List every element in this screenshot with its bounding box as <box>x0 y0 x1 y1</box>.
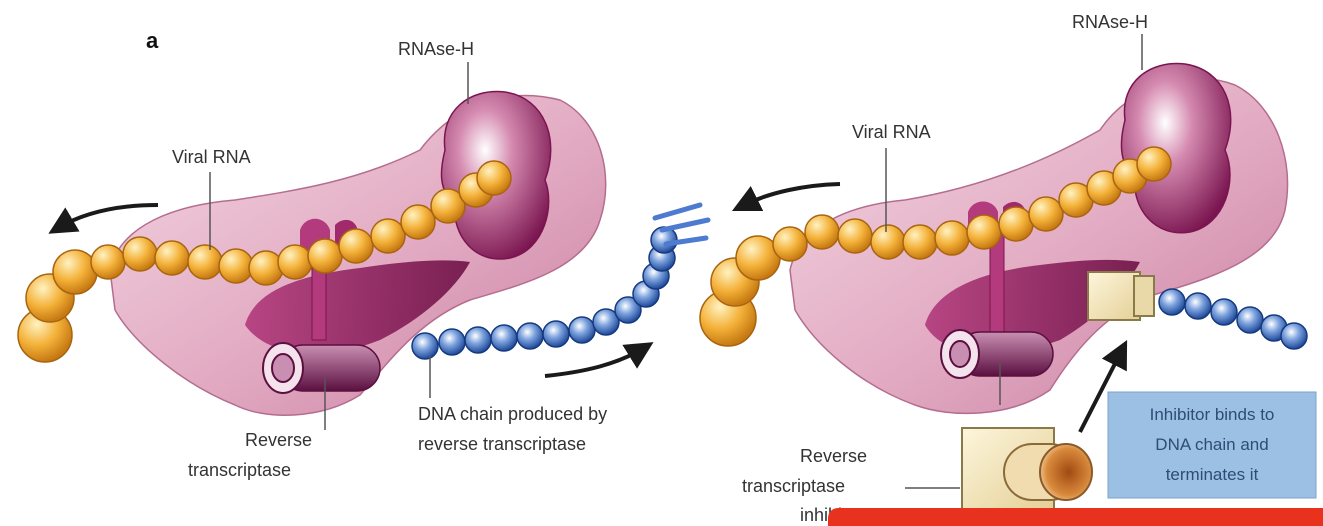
right-tube-inner <box>950 341 970 367</box>
bound-inhibitor-side <box>1134 276 1154 316</box>
free-inhibitor-cylinder-end <box>1040 444 1092 500</box>
rna-bead <box>805 215 839 249</box>
rna-bead <box>91 245 125 279</box>
left-viral-rna-label: Viral RNA <box>172 147 251 167</box>
left-dna-label-line1: DNA chain produced by <box>418 404 607 424</box>
overlay-red-bar <box>828 508 1323 526</box>
rna-bead <box>903 225 937 259</box>
right-rti-label-line1: Reverse <box>800 446 867 466</box>
dna-bead <box>543 321 569 347</box>
rna-bead <box>53 250 97 294</box>
rna-bead <box>123 237 157 271</box>
left-rnase-h-label: RNAse-H <box>398 39 474 59</box>
rna-bead <box>155 241 189 275</box>
left-panel: a RNAse-H Viral RNA Reverse transcriptas… <box>18 28 708 480</box>
dna-bead <box>1237 307 1263 333</box>
panel-letter: a <box>146 28 159 53</box>
rna-bead <box>308 239 342 273</box>
rna-bead <box>371 219 405 253</box>
right-dna-strand <box>1159 289 1307 349</box>
dna-bead <box>1159 289 1185 315</box>
dna-bead <box>491 325 517 351</box>
info-box-line3: terminates it <box>1166 465 1259 484</box>
rna-bead <box>1137 147 1171 181</box>
rna-bead <box>838 219 872 253</box>
right-rti-label-line2: transcriptase <box>742 476 845 496</box>
left-dna-label-line2: reverse transcriptase <box>418 434 586 454</box>
rna-bead <box>871 225 905 259</box>
dna-bead <box>439 329 465 355</box>
dna-bead <box>1185 293 1211 319</box>
info-box-line2: DNA chain and <box>1155 435 1268 454</box>
rna-bead <box>935 221 969 255</box>
rna-bead <box>1029 197 1063 231</box>
dna-bead <box>1281 323 1307 349</box>
dna-bead <box>569 317 595 343</box>
dna-bead <box>517 323 543 349</box>
left-rt-label-line2: transcriptase <box>188 460 291 480</box>
rna-bead <box>188 245 222 279</box>
dna-bead <box>1211 299 1237 325</box>
dna-bead <box>412 333 438 359</box>
bound-inhibitor-block <box>1088 272 1140 320</box>
info-box-line1: Inhibitor binds to <box>1150 405 1275 424</box>
rna-bead <box>219 249 253 283</box>
right-panel: RNAse-H Viral RNA Reverse transcriptase … <box>700 12 1316 525</box>
rna-bead <box>278 245 312 279</box>
rna-bead <box>477 161 511 195</box>
left-rna-direction-arrow <box>58 205 158 228</box>
rna-bead <box>773 227 807 261</box>
right-viral-rna-label: Viral RNA <box>852 122 931 142</box>
right-rna-direction-arrow <box>742 184 840 206</box>
rna-bead <box>967 215 1001 249</box>
left-rt-label-line1: Reverse <box>245 430 312 450</box>
right-active-stem <box>990 232 1004 342</box>
right-rnase-h-label: RNAse-H <box>1072 12 1148 32</box>
dna-bead <box>465 327 491 353</box>
rna-bead <box>401 205 435 239</box>
rna-bead <box>249 251 283 285</box>
rna-bead <box>999 207 1033 241</box>
left-dna-direction-arrow <box>545 348 644 376</box>
left-tube-inner <box>272 354 294 382</box>
rna-bead <box>339 229 373 263</box>
